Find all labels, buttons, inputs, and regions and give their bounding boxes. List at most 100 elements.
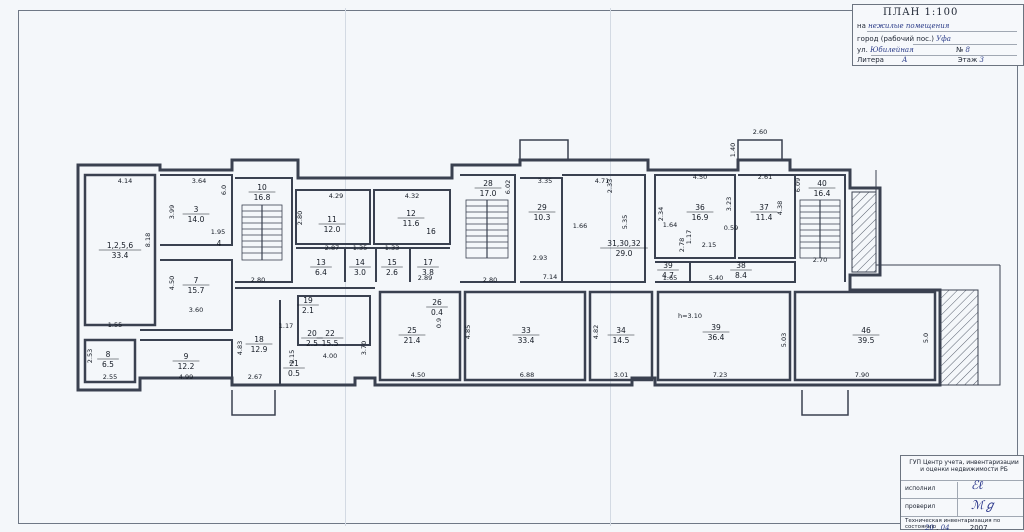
room-labels: 1,2,5,633.4314.04715.786.5912.21016.8111…: [97, 179, 880, 378]
dimension-label: 4.50: [411, 371, 425, 379]
dimension-label: 7.90: [855, 371, 869, 379]
dimension-label: 3.01: [614, 371, 628, 379]
room-number: 18: [254, 335, 264, 344]
room-label: 86.5: [97, 350, 119, 369]
room-number: 21: [289, 359, 299, 368]
room-area: 11.6: [403, 219, 420, 228]
room-label: 912.2: [172, 352, 200, 371]
inventory-date: 20 . 04 2007: [925, 524, 988, 532]
dimension-label: 1.33: [385, 244, 399, 252]
room-number: 7: [194, 276, 199, 285]
dimension-label: 1.40: [729, 143, 737, 157]
organization-stamp: ГУП Центр учета, инвентаризации и оценки…: [900, 455, 1024, 532]
dimension-label: 2.53: [86, 349, 94, 363]
room-label: 394.7: [657, 261, 679, 280]
room-label: 143.0: [349, 258, 371, 277]
dimension-label: 6.09: [794, 178, 802, 192]
room-area: 6.5: [102, 360, 114, 369]
dimension-label: 2.67: [248, 373, 262, 381]
room-number: 40: [817, 179, 827, 188]
dimension-label: 4.71: [595, 177, 609, 185]
dimension-label: 6.88: [520, 371, 534, 379]
dimension-label: 5.0: [922, 333, 930, 343]
room-area: 14.5: [613, 336, 630, 345]
room-area: 6.4: [315, 268, 327, 277]
inventory-state-label: Техническая инвентаризация по состоянию: [905, 518, 1001, 530]
dimension-label: 1.17: [279, 322, 293, 330]
dimension-label: 1.17: [685, 230, 693, 244]
checked-label: проверил: [905, 503, 936, 510]
city-value: Уфа: [936, 35, 951, 43]
room-number: 8: [106, 350, 111, 359]
room-label: 192.1: [297, 296, 319, 315]
room-area: 12.2: [178, 362, 195, 371]
purpose-prefix: на: [857, 22, 866, 30]
floor-value: 3: [979, 56, 984, 64]
room-label: 4: [217, 239, 222, 248]
room-label: 210.5: [283, 359, 305, 378]
dimension-label: 4.00: [323, 352, 337, 360]
street-label: ул.: [857, 46, 868, 54]
purpose-value: нежилые помещения: [868, 22, 950, 30]
dimension-label: 5.40: [709, 274, 723, 282]
house-label: №: [955, 46, 964, 54]
room-number: 29: [537, 203, 547, 212]
staircase-right: [799, 199, 841, 259]
dimension-label: 4.82: [592, 325, 600, 339]
room-area: 15.7: [188, 286, 205, 295]
executor-signature-icon: ℰℓ: [971, 478, 984, 492]
dimension-label: 4.50: [168, 276, 176, 290]
room-number: 3: [194, 205, 199, 214]
room-area: 39.5: [858, 336, 875, 345]
stamp-org-line1: ГУП Центр учета, инвентаризации: [909, 459, 1019, 466]
dimension-label: 3.99: [168, 205, 176, 219]
city-label: город (рабочий пос.): [857, 35, 934, 43]
dimension-label: 5.35: [621, 215, 629, 229]
room-area: 4.7: [662, 271, 674, 280]
dimension-label: 3.60: [189, 306, 203, 314]
room-number: 9: [184, 352, 189, 361]
dimension-label: 6.02: [504, 180, 512, 194]
room-number: 14: [355, 258, 365, 267]
room-number: 13: [316, 258, 326, 267]
dimension-label: 3.70: [360, 341, 368, 355]
street-value: Юбилейная: [870, 46, 914, 54]
room-number: 19: [303, 296, 313, 305]
room-area: 21.4: [404, 336, 421, 345]
title-block: ПЛАН 1:100 на нежилые помещения город (р…: [852, 4, 1024, 66]
room-area: 36.4: [708, 333, 725, 342]
room-label: 715.7: [182, 276, 210, 295]
dimension-label: 2.80: [251, 276, 265, 284]
sheet-border: [18, 10, 1018, 524]
room-number: 36: [695, 203, 705, 212]
room-number: 37: [759, 203, 769, 212]
room-area: 17.0: [480, 189, 497, 198]
room-number: 34: [616, 326, 626, 335]
dimension-label: 5.03: [780, 333, 788, 347]
dimension-label: 2.78: [678, 238, 686, 252]
dimension-label: 2.80: [483, 276, 497, 284]
room-label: 1,2,5,633.4: [98, 241, 142, 260]
room-number: 39: [663, 261, 673, 270]
dimension-label: 2.61: [758, 173, 772, 181]
room-area: 29.0: [616, 249, 633, 258]
room-number: 46: [861, 326, 871, 335]
dimension-label: 2.55: [103, 373, 117, 381]
room-area: 14.0: [188, 215, 205, 224]
dimension-label: 0.9: [435, 318, 443, 328]
room-number: 28: [483, 179, 493, 188]
staircase-middle: [465, 199, 509, 259]
plan-scale: 1:100: [924, 7, 959, 18]
dimension-label: 4.29: [329, 192, 343, 200]
checker-signature-icon: ℳℊ: [971, 498, 996, 512]
room-number: 38: [736, 261, 746, 270]
room-number: 15: [387, 258, 397, 267]
dimension-label: 4.85: [464, 325, 472, 339]
